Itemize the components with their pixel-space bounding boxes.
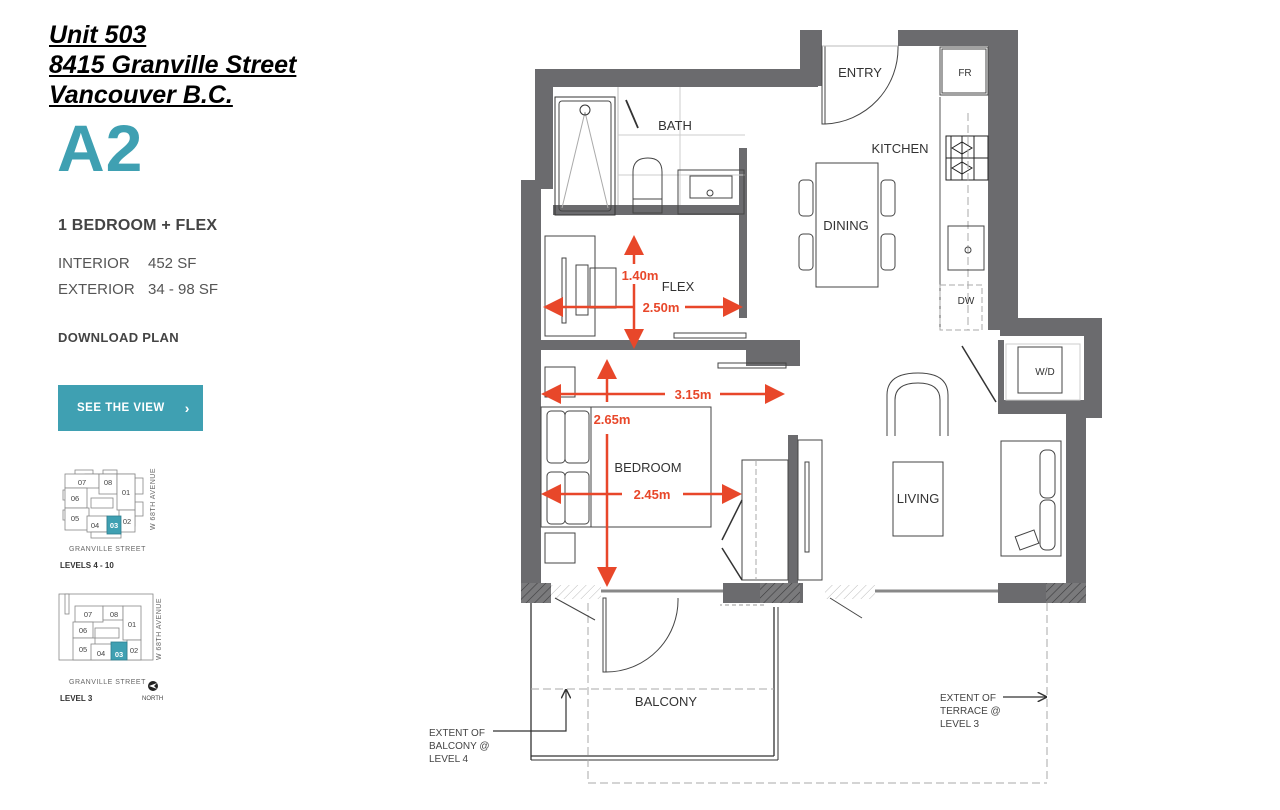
see-the-view-label: SEE THE VIEW: [77, 402, 165, 414]
keyplan-level-3: 07 08 06 01 05 04 03 02 GRANVILLE STREET…: [55, 590, 165, 705]
dim-flex-width: 2.50m: [643, 300, 680, 315]
keyplan-street-label: GRANVILLE STREET: [69, 546, 146, 553]
download-plan-link[interactable]: DOWNLOAD PLAN: [58, 330, 179, 345]
svg-text:TERRACE @: TERRACE @: [940, 706, 1001, 717]
svg-text:BALCONY @: BALCONY @: [429, 741, 490, 752]
address-block: Unit 503 8415 Granville Street Vancouver…: [49, 20, 296, 110]
balcony: [530, 597, 1048, 784]
svg-text:05: 05: [79, 645, 87, 654]
dim-bedroom-depth: 2.65m: [594, 412, 631, 427]
dim-bedroom-width-upper: 3.15m: [675, 387, 712, 402]
svg-text:EXTENT OF: EXTENT OF: [429, 728, 485, 739]
extent-leader-arrows: [493, 690, 1046, 732]
svg-text:03: 03: [110, 521, 118, 530]
svg-text:06: 06: [71, 494, 79, 503]
keyplan-diagram: 07 08 06 01 05 04 03 02: [62, 469, 144, 539]
plan-code: A2: [57, 111, 144, 185]
address-line-street: 8415 Granville Street: [49, 51, 297, 79]
highlighted-unit: [110, 641, 128, 661]
spec-value: 452 SF: [148, 255, 197, 272]
walls: [521, 30, 1102, 600]
dim-flex-depth: 1.40m: [622, 268, 659, 283]
spec-label: INTERIOR: [58, 255, 130, 272]
svg-text:LEVEL 3: LEVEL 3: [940, 719, 980, 730]
keyplan-street-label: GRANVILLE STREET: [69, 679, 146, 686]
entry-door: [821, 45, 899, 125]
room-label-flex: FLEX: [662, 279, 695, 294]
room-label-living: LIVING: [897, 491, 940, 506]
spec-label: EXTERIOR: [58, 281, 135, 298]
svg-text:01: 01: [128, 620, 136, 629]
room-label-kitchen: KITCHEN: [871, 141, 928, 156]
room-label-entry: ENTRY: [838, 65, 882, 80]
svg-text:05: 05: [71, 514, 79, 523]
room-label-dishwasher: DW: [958, 296, 975, 307]
spec-value: 34 - 98 SF: [148, 281, 219, 298]
kitchen-fixtures: [939, 46, 989, 331]
unit-type: 1 BEDROOM + FLEX: [58, 217, 218, 234]
see-the-view-button[interactable]: SEE THE VIEW ›: [58, 385, 203, 431]
keyplan-level-label: LEVELS 4 - 10: [60, 561, 114, 570]
svg-text:07: 07: [84, 610, 92, 619]
svg-text:02: 02: [123, 517, 131, 526]
svg-text:03: 03: [115, 650, 123, 659]
north-label: NORTH: [142, 696, 164, 702]
address-line-city: Vancouver B.C.: [49, 81, 233, 109]
svg-text:04: 04: [91, 521, 99, 530]
svg-text:08: 08: [104, 478, 112, 487]
flex-desk: [544, 235, 787, 369]
keyplan-diagram: 07 08 06 01 05 04 03 02: [58, 593, 158, 691]
svg-text:07: 07: [78, 478, 86, 487]
dim-bedroom-width-lower: 2.45m: [634, 487, 671, 502]
address-line-unit: Unit 503: [49, 21, 147, 49]
svg-text:LEVEL 4: LEVEL 4: [429, 754, 469, 765]
svg-text:01: 01: [122, 488, 130, 497]
keyplan-levels-4-10: 07 08 06 01 05 04 03 02 GRANVILLE STREET…: [55, 464, 165, 579]
room-labels: ENTRY FR BATH KITCHEN DINING FLEX DW W/D…: [614, 65, 1054, 709]
svg-text:08: 08: [110, 610, 118, 619]
keyplan-level-label: LEVEL 3: [60, 694, 93, 703]
room-label-dining: DINING: [823, 218, 869, 233]
svg-text:EXTENT OF: EXTENT OF: [940, 693, 996, 704]
room-label-washer-dryer: W/D: [1035, 367, 1054, 378]
room-label-bath: BATH: [658, 118, 692, 133]
dimension-arrows: [541, 235, 785, 587]
bedroom-furniture: [540, 366, 823, 581]
room-label-balcony: BALCONY: [635, 694, 697, 709]
extent-notes: EXTENT OF BALCONY @ LEVEL 4 EXTENT OF TE…: [429, 693, 1001, 765]
bath-fixtures: [554, 87, 745, 216]
spec-exterior: EXTERIOR 34 - 98 SF: [58, 281, 218, 298]
spec-interior: INTERIOR 452 SF: [58, 255, 196, 272]
dining-table: [798, 162, 896, 288]
svg-text:02: 02: [130, 646, 138, 655]
room-label-fridge: FR: [958, 68, 971, 79]
living-furniture: [886, 343, 1081, 557]
room-label-bedroom: BEDROOM: [614, 460, 681, 475]
svg-text:04: 04: [97, 649, 105, 658]
chevron-right-icon: ›: [184, 400, 190, 416]
dimension-labels: 1.40m 2.50m 3.15m 2.65m 2.45m: [594, 268, 712, 502]
bottom-wall: [521, 583, 1086, 603]
svg-text:06: 06: [79, 626, 87, 635]
highlighted-unit: [106, 515, 122, 535]
